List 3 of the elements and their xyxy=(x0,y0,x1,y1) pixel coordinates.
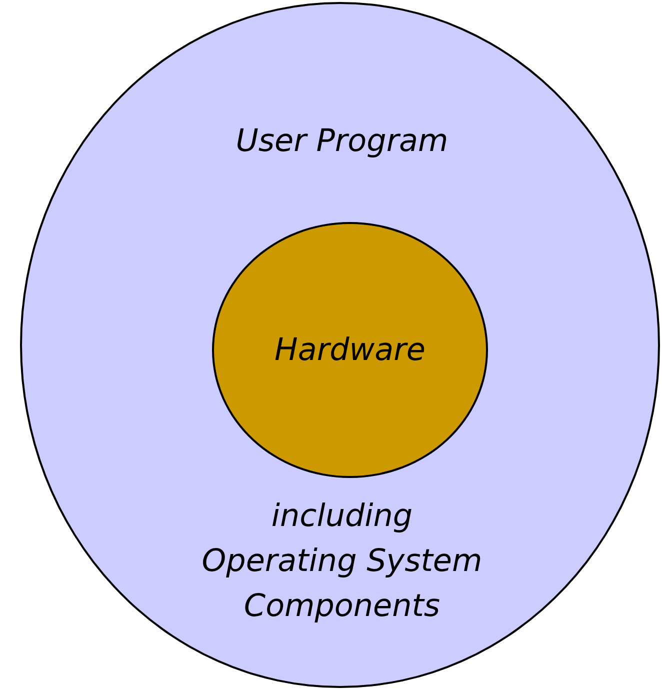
ellipse-label: User Program xyxy=(234,122,450,161)
ellipse-label: including Operating System Components xyxy=(200,497,484,626)
ellipse-label: Hardware xyxy=(274,331,426,370)
